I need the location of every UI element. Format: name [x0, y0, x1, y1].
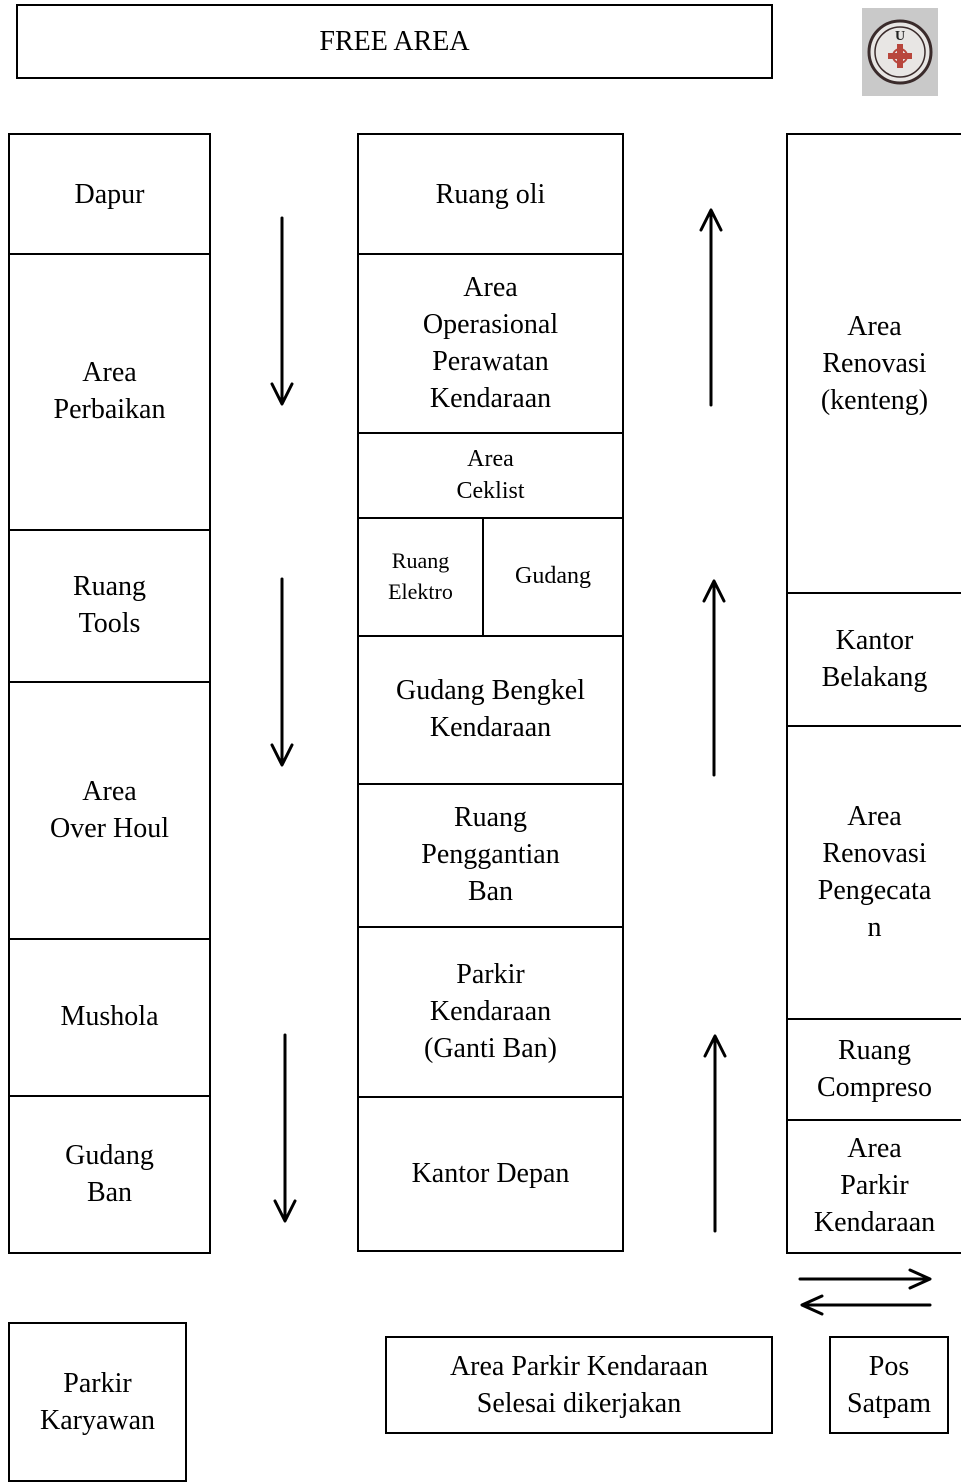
parkir-karyawan-label: Parkir Karyawan [39, 1368, 156, 1436]
room-mushola: Mushola [10, 938, 209, 1097]
logo-emblem-icon: U [867, 19, 933, 85]
arrow-up-icon [703, 1034, 727, 1233]
room-area-operasional: Area Operasional Perawatan Kendaraan [359, 253, 622, 434]
left-column: Dapur Area Perbaikan Ruang Tools Area Ov… [8, 133, 211, 1254]
room-ruang-tools-label: Ruang Tools [72, 571, 147, 639]
room-ruang-compreso-label: Ruang Compreso [816, 1034, 933, 1103]
area-parkir-selesai-box: Area Parkir Kendaraan Selesai dikerjakan [385, 1336, 773, 1434]
room-dapur-label: Dapur [74, 178, 145, 210]
arrow-down-icon [270, 216, 294, 406]
room-kantor-belakang-label: Kantor Belakang [821, 624, 928, 693]
room-area-renovasi-kenteng-label: Area Renovasi (kenteng) [820, 311, 929, 416]
room-area-parkir-kendaraan: Area Parkir Kendaraan [788, 1119, 961, 1252]
room-area-over-houl-label: Area Over Houl [50, 775, 169, 844]
room-ruang-compreso: Ruang Compreso [788, 1018, 961, 1121]
room-gudang-bengkel: Gudang Bengkel Kendaraan [359, 635, 622, 785]
room-kantor-belakang: Kantor Belakang [788, 592, 961, 727]
room-parkir-ganti-ban-label: Parkir Kendaraan (Ganti Ban) [424, 958, 557, 1064]
pos-satpam-label: Pos Satpam [847, 1351, 931, 1419]
room-gudang-bengkel-label: Gudang Bengkel Kendaraan [396, 675, 585, 743]
arrow-up-icon [699, 208, 723, 407]
room-gudang: Gudang [484, 517, 622, 637]
arrow-down-icon [273, 1033, 297, 1223]
room-area-over-houl: Area Over Houl [10, 681, 209, 940]
room-gudang-ban-label: Gudang Ban [65, 1139, 154, 1208]
room-ruang-oli: Ruang oli [359, 135, 622, 255]
room-mushola-label: Mushola [60, 1001, 159, 1032]
middle-column: Ruang oli Area Operasional Perawatan Ken… [357, 133, 624, 1252]
room-gudang-ban: Gudang Ban [10, 1095, 209, 1252]
room-area-renovasi-pengecatan: Area Renovasi Pengecata n [788, 725, 961, 1020]
room-area-operasional-label: Area Operasional Perawatan Kendaraan [422, 271, 559, 414]
room-gudang-label: Gudang [515, 563, 591, 589]
company-logo: U [862, 8, 938, 96]
room-ruang-elektro-label: Ruang Elektro [388, 548, 453, 604]
room-ruang-tools: Ruang Tools [10, 529, 209, 683]
room-area-renovasi-pengecatan-label: Area Renovasi Pengecata n [817, 800, 932, 943]
room-area-ceklist-label: Area Ceklist [456, 445, 525, 504]
right-column: Area Renovasi (kenteng) Kantor Belakang … [786, 133, 961, 1254]
free-area-label: FREE AREA [319, 25, 470, 57]
logo-letter: U [895, 29, 905, 44]
room-area-parkir-kendaraan-label: Area Parkir Kendaraan [813, 1133, 936, 1238]
room-area-perbaikan-label: Area Perbaikan [53, 357, 166, 425]
arrow-up-icon [702, 579, 726, 777]
room-dapur: Dapur [10, 135, 209, 255]
room-kantor-depan: Kantor Depan [359, 1096, 622, 1250]
arrow-down-icon [270, 577, 294, 767]
parkir-karyawan-box: Parkir Karyawan [8, 1322, 187, 1482]
room-ruang-oli-label: Ruang oli [435, 178, 546, 210]
room-parkir-ganti-ban: Parkir Kendaraan (Ganti Ban) [359, 926, 622, 1098]
pos-satpam-box: Pos Satpam [829, 1336, 949, 1434]
room-area-renovasi-kenteng: Area Renovasi (kenteng) [788, 135, 961, 594]
room-kantor-depan-label: Kantor Depan [411, 1157, 570, 1189]
arrow-left-icon [800, 1294, 932, 1316]
area-parkir-selesai-label: Area Parkir Kendaraan Selesai dikerjakan [449, 1351, 709, 1419]
room-ruang-elektro: Ruang Elektro [359, 517, 484, 637]
room-ruang-penggantian-ban: Ruang Penggantian Ban [359, 783, 622, 928]
free-area-box: FREE AREA [16, 4, 773, 79]
room-ruang-penggantian-ban-label: Ruang Penggantian Ban [421, 802, 560, 907]
arrow-right-icon [798, 1268, 932, 1290]
room-area-perbaikan: Area Perbaikan [10, 253, 209, 531]
room-area-ceklist: Area Ceklist [359, 432, 622, 519]
